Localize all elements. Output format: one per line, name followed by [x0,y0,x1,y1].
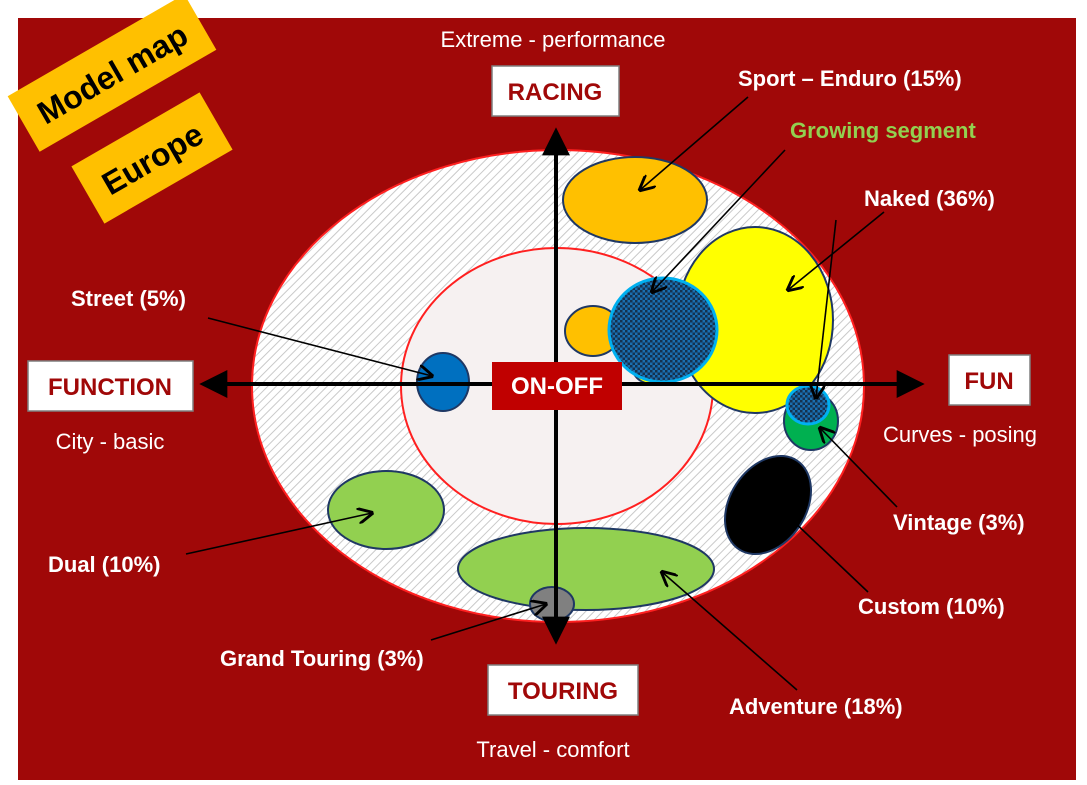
racing-box [491,65,620,117]
right-description: Curves - posing [883,422,1037,447]
street-pointer [207,317,432,376]
callout-lines [185,96,898,691]
growing-vintage-blob [785,384,831,426]
street-label: Street (5%) [71,286,186,311]
function-box [27,360,194,412]
segment-grand-touring [529,586,575,622]
growing-pointer-vintage [816,219,837,398]
custom-label: Custom (10%) [858,594,1005,619]
touring-label: TOURING [508,678,618,705]
growing-segment-blob [607,276,719,384]
bottom-description: Travel - comfort [476,737,629,762]
custom-pointer [789,517,869,593]
left-description: City - basic [56,429,165,454]
segment-adventure [457,527,715,611]
growing-pointer-naked [652,149,786,292]
top-description: Extreme - performance [441,27,666,52]
touring-box [487,664,639,716]
function-label: FUNCTION [48,374,172,401]
fun-label: FUN [964,368,1013,395]
growing-segment-label: Growing segment [790,118,976,143]
on-off-box [492,362,622,410]
vintage-label: Vintage (3%) [893,510,1025,535]
naked-label: Naked (36%) [864,186,995,211]
segment-sport-enduro [562,156,708,244]
adventure-label: Adventure (18%) [729,694,903,719]
sport-enduro-pointer [640,96,749,190]
dual-pointer [185,513,372,555]
dual-label: Dual (10%) [48,552,160,577]
racing-label: RACING [508,79,603,106]
fun-box [948,354,1031,406]
vintage-pointer [820,428,898,508]
segment-dual [327,470,445,550]
grand-touring-pointer [430,604,546,641]
naked-pointer [788,211,885,290]
grand-touring-label: Grand Touring (3%) [220,646,424,671]
on-off-label: ON-OFF [511,373,603,400]
segment-custom [724,454,812,556]
sport-enduro-label: Sport – Enduro (15%) [738,66,962,91]
adventure-pointer [662,572,798,691]
